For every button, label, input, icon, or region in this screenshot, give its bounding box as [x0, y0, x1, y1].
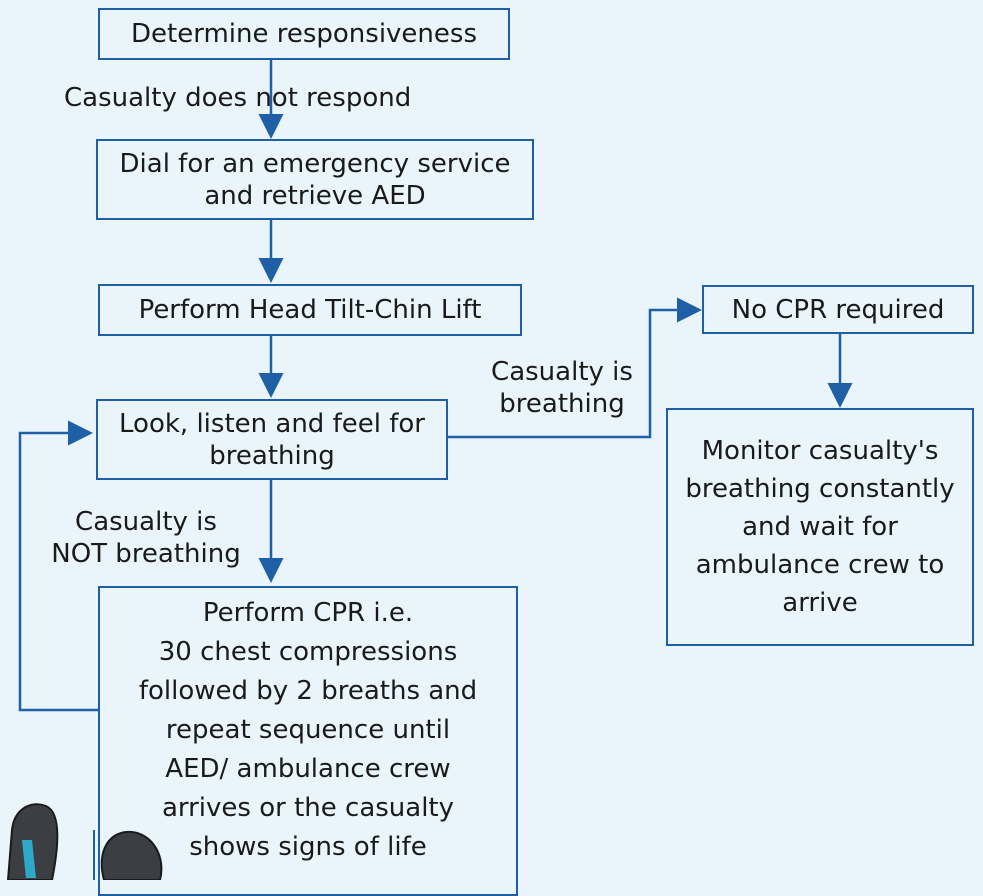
- head-tilt-chin-lift-box: Perform Head Tilt-Chin Lift: [98, 284, 522, 336]
- head-tilt-chin-lift-text: Perform Head Tilt-Chin Lift: [138, 295, 482, 325]
- casualty-is-breathing-label: Casualty is breathing: [491, 357, 633, 419]
- no-cpr-required-text: No CPR required: [731, 294, 945, 325]
- dial-emergency-text: Dial for an emergency service and retrie…: [119, 148, 511, 211]
- casualty-not-breathing-label: Casualty is NOT breathing: [51, 507, 241, 569]
- perform-cpr-text: Perform CPR i.e. 30 chest compressions f…: [138, 598, 478, 862]
- monitor-casualty-box: Monitor casualty's breathing constantly …: [666, 408, 974, 646]
- casualty-does-not-respond-label: Casualty does not respond: [64, 83, 412, 113]
- determine-responsiveness-box: Determine responsiveness: [98, 8, 510, 60]
- casualty-shoes-icon: [6, 803, 163, 880]
- no-cpr-required-box: No CPR required: [702, 285, 974, 334]
- dial-emergency-box: Dial for an emergency service and retrie…: [96, 139, 534, 220]
- determine-responsiveness-text: Determine responsiveness: [131, 19, 477, 49]
- arrow-look-to-nocpr: [448, 297, 702, 439]
- arrow-cpr-loop-to-look: [18, 420, 98, 712]
- perform-cpr-box: Perform CPR i.e. 30 chest compressions f…: [98, 586, 518, 896]
- monitor-casualty-text: Monitor casualty's breathing constantly …: [685, 436, 955, 618]
- look-listen-feel-box: Look, listen and feel for breathing: [96, 399, 448, 480]
- look-listen-feel-text: Look, listen and feel for breathing: [119, 408, 425, 471]
